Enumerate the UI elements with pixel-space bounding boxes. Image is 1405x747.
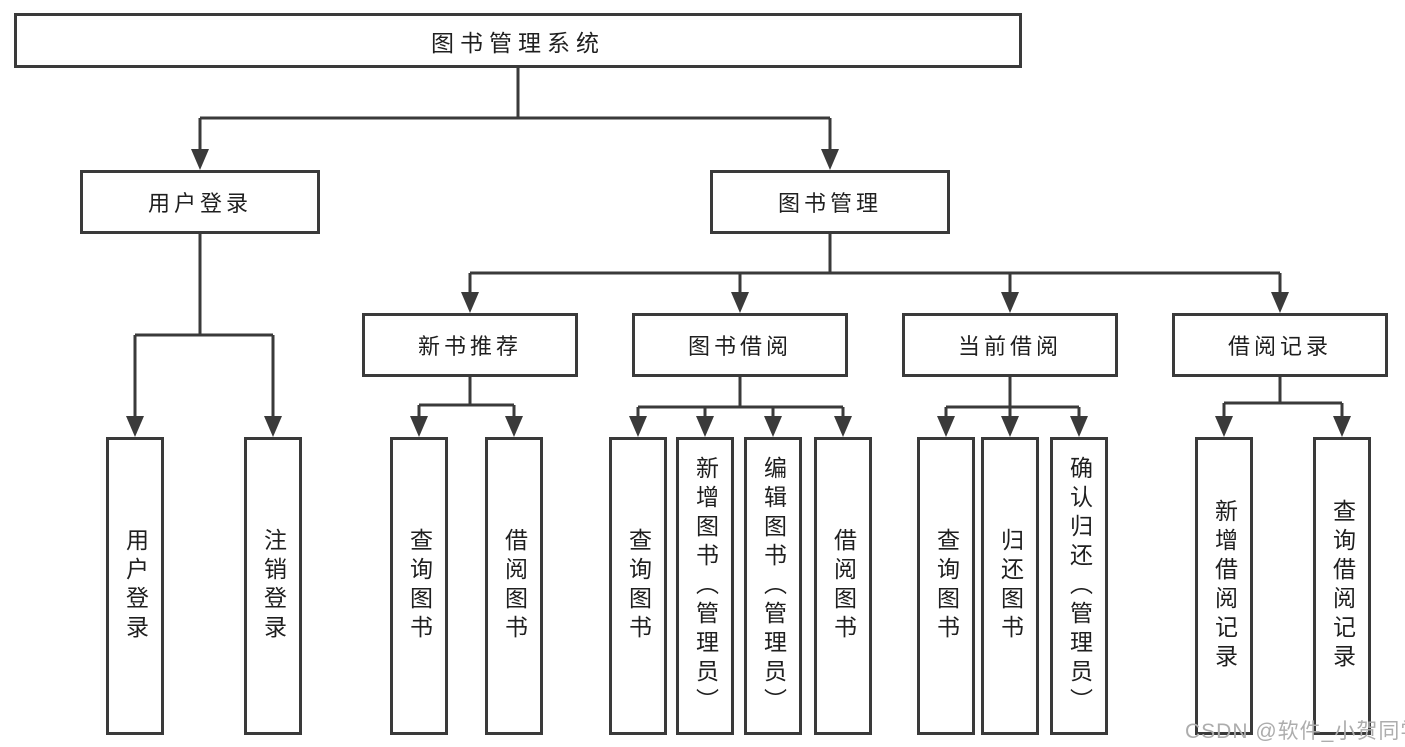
- node-user-login-label: 用户登录: [147, 191, 252, 216]
- leaf-edit-books-admin: 编辑图书（管理员）: [744, 437, 802, 735]
- node-current-borrowing-label: 当前借阅: [957, 334, 1062, 359]
- leaf-query-books-current-label: 查询图书: [933, 528, 960, 644]
- leaf-confirm-return-admin-label: 确认归还（管理员）: [1066, 455, 1093, 717]
- leaf-borrow-books-label: 借阅图书: [830, 528, 857, 644]
- leaf-add-books-admin-label: 新增图书（管理员）: [692, 455, 719, 717]
- leaf-logout: 注销登录: [244, 437, 302, 735]
- leaf-confirm-return-admin: 确认归还（管理员）: [1050, 437, 1108, 735]
- csdn-watermark: CSDN @软件_小贺同学: [1185, 720, 1405, 743]
- leaf-user-login-label: 用户登录: [122, 528, 149, 644]
- leaf-query-borrow-record: 查询借阅记录: [1313, 437, 1371, 735]
- node-user-login: 用户登录: [80, 170, 320, 234]
- node-library-system: 图书管理系统: [14, 13, 1022, 68]
- node-borrowing-records-label: 借阅记录: [1227, 334, 1332, 359]
- node-borrowing-records: 借阅记录: [1172, 313, 1388, 377]
- node-book-borrowing-label: 图书借阅: [687, 334, 792, 359]
- leaf-add-books-admin: 新增图书（管理员）: [676, 437, 734, 735]
- arrowhead-icons: [126, 149, 1351, 437]
- leaf-return-books: 归还图书: [981, 437, 1039, 735]
- leaf-logout-label: 注销登录: [260, 528, 287, 644]
- leaf-query-books-current: 查询图书: [917, 437, 975, 735]
- leaf-edit-books-admin-label: 编辑图书（管理员）: [760, 455, 787, 717]
- leaf-add-borrow-record: 新增借阅记录: [1195, 437, 1253, 735]
- leaf-add-borrow-record-label: 新增借阅记录: [1211, 499, 1238, 673]
- node-library-system-label: 图书管理系统: [431, 29, 605, 56]
- leaf-query-books-recommend-label: 查询图书: [406, 528, 433, 644]
- leaf-return-books-label: 归还图书: [997, 528, 1024, 644]
- node-new-book-recommend: 新书推荐: [362, 313, 578, 377]
- node-book-management-label: 图书管理: [777, 191, 882, 216]
- leaf-user-login: 用户登录: [106, 437, 164, 735]
- node-current-borrowing: 当前借阅: [902, 313, 1118, 377]
- leaf-borrow-books-recommend-label: 借阅图书: [501, 528, 528, 644]
- leaf-borrow-books-recommend: 借阅图书: [485, 437, 543, 735]
- leaf-query-borrow-record-label: 查询借阅记录: [1329, 499, 1356, 673]
- node-book-management: 图书管理: [710, 170, 950, 234]
- leaf-query-books-borrowing: 查询图书: [609, 437, 667, 735]
- node-book-borrowing: 图书借阅: [632, 313, 848, 377]
- leaf-query-books-recommend: 查询图书: [390, 437, 448, 735]
- leaf-query-books-borrowing-label: 查询图书: [625, 528, 652, 644]
- node-new-book-recommend-label: 新书推荐: [417, 334, 522, 359]
- leaf-borrow-books: 借阅图书: [814, 437, 872, 735]
